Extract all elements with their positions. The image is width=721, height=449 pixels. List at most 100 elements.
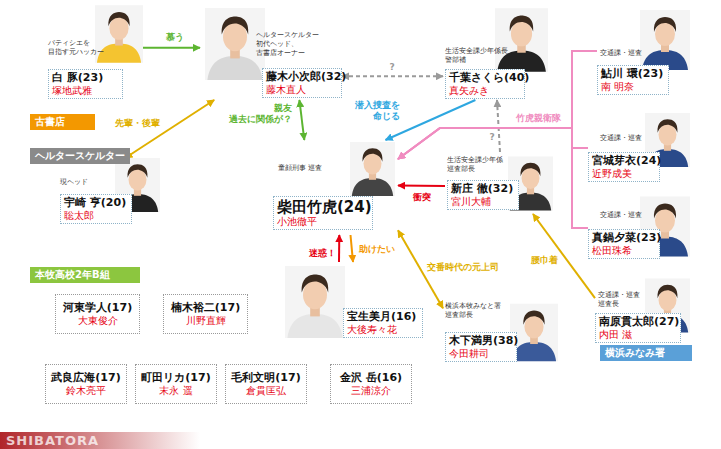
actor-name: 南 明奈 [601, 81, 665, 93]
relation-arrow [125, 100, 214, 158]
character-box: 現ヘッド宇崎 亨(20)聡太郎 [58, 158, 170, 226]
relation-label: 潜入捜査を 命じる [350, 100, 400, 122]
name-plate: 新庄 徹(32)宮川大輔 [447, 180, 519, 210]
character-box: 交通課・巡査鮎川 環(23)南 明奈 [597, 5, 697, 97]
name-plate: 南原貫太郎(27)内田 滋 [595, 313, 681, 343]
character-name: 藤木小次郎(32) [266, 70, 338, 84]
character-box: 童顔刑事 巡査柴田竹虎(24)小池徹平 [273, 140, 398, 235]
portrait-photo [495, 8, 548, 72]
character-name: 河東学人(17) [63, 301, 132, 315]
name-plate: 白 豚(23)塚地武雅 [48, 69, 123, 99]
student-box: 楠木裕二(17)川野直輝 [163, 294, 248, 334]
role-text: 現ヘッド [60, 178, 110, 187]
actor-name: 今田耕司 [449, 348, 513, 360]
character-box: パティシエを 目指す元ハッカー白 豚(23)塚地武雅 [48, 5, 143, 100]
character-box: 横浜本牧みなと署 巡査部長木下満男(38)今田耕司 [443, 298, 561, 366]
actor-name: 倉貫匡弘 [246, 385, 286, 397]
actor-name: 近野成美 [592, 168, 656, 180]
relation-arrow [497, 100, 500, 152]
relation-arrow [398, 185, 445, 188]
group-label: 古書店 [35, 116, 65, 128]
student-box: 武良広海(17)鈴木亮平 [45, 364, 127, 404]
actor-name: 松田珠希 [592, 245, 656, 257]
student-box: 町田リカ(17)末永 遥 [135, 364, 217, 404]
actor-name: 塚地武雅 [52, 85, 119, 97]
actor-name: 大東俊介 [78, 315, 118, 327]
character-name: 武良広海(17) [51, 371, 120, 385]
role-text: 交通課・巡査 [600, 49, 655, 58]
actor-name: 大後寿々花 [347, 324, 419, 336]
character-name: 町田リカ(17) [141, 371, 210, 385]
relation-arrow [342, 75, 443, 77]
character-name: 木下満男(38) [449, 334, 513, 348]
relation-label: 助けたい [357, 244, 397, 255]
role-text: 交通課・巡査 巡査長 [598, 291, 653, 309]
group-label: ヘルタースケルター [35, 150, 125, 162]
relation-label: 衝突 [405, 192, 439, 203]
name-plate: 宇崎 亨(20)聡太郎 [60, 194, 132, 224]
character-box: 生活安全課少年係 巡査部長新庄 徹(32)宮川大輔 [445, 152, 555, 214]
name-plate: 真鍋夕菜(23)松田珠希 [588, 229, 660, 259]
role-text: 横浜本牧みなと署 巡査部長 [445, 302, 509, 320]
relation-label: 腰巾着 [522, 255, 558, 266]
student-box: 毛利文明(17)倉貫匡弘 [225, 364, 307, 404]
name-plate: 柴田竹虎(24)小池徹平 [273, 196, 373, 230]
relation-label: ? [486, 132, 498, 143]
relation-label: 親友 過去に関係が？ [226, 103, 292, 125]
relation-arrow [398, 51, 597, 159]
name-plate: 木下満男(38)今田耕司 [445, 332, 517, 362]
actor-name: 川野直輝 [186, 315, 226, 327]
role-text: ヘルタースケルター 初代ヘッド、 古書店オーナー [256, 31, 334, 58]
student-box: 河東学人(17)大東俊介 [55, 294, 140, 334]
character-name: 真鍋夕菜(23) [592, 231, 656, 245]
group-label: 本牧高校2年B組 [35, 269, 110, 281]
actor-name: 三浦涼介 [351, 385, 391, 397]
relation-label: ? [386, 62, 398, 73]
character-name: 柴田竹虎(24) [277, 198, 369, 216]
group-band: 本牧高校2年B組 [30, 267, 140, 283]
group-band: 古書店 [30, 114, 95, 130]
character-name: 千葉さくら(40) [449, 71, 521, 85]
name-plate: 藤木小次郎(32)藤木直人 [262, 68, 342, 98]
character-box: 交通課・巡査宮城芽衣(24)近野成美 [588, 112, 693, 184]
role-text: 生活安全課少年係 巡査部長 [447, 156, 511, 174]
character-box: 生活安全課少年係長 警部補千葉さくら(40)真矢みき [443, 5, 551, 100]
name-plate: 宝生美月(16)大後寿々花 [343, 308, 423, 338]
group-band: 横浜みなみ署 [600, 345, 692, 361]
actor-name: 宮川大輔 [451, 196, 515, 208]
character-box: 交通課・巡査真鍋夕菜(23)松田珠希 [588, 193, 693, 263]
character-name: 鮎川 環(23) [601, 67, 665, 81]
role-text: 生活安全課少年係長 警部補 [445, 47, 509, 65]
character-name: 楠木裕二(17) [171, 301, 240, 315]
group-label: 横浜みなみ署 [605, 347, 665, 359]
actor-name: 鈴木亮平 [66, 385, 106, 397]
character-name: 白 豚(23) [52, 71, 119, 85]
character-name: 毛利文明(17) [231, 371, 300, 385]
relation-arrow [299, 100, 304, 140]
character-name: 宝生美月(16) [347, 310, 419, 324]
actor-name: 真矢みき [449, 85, 521, 97]
actor-name: 末永 遥 [159, 385, 192, 397]
portrait-photo [350, 142, 395, 196]
role-text: 童顔刑事 巡査 [278, 164, 338, 173]
role-text: 交通課・巡査 [600, 134, 655, 143]
relation-label: 竹虎親衛隊 [508, 113, 568, 124]
actor-name: 聡太郎 [64, 210, 128, 222]
role-text: パティシエを 目指す元ハッカー [48, 39, 118, 57]
relation-label: 慕う [158, 32, 192, 43]
actor-name: 内田 滋 [599, 329, 677, 341]
character-box: 交通課・巡査 巡査長南原貫太郎(27)内田 滋 [595, 273, 695, 345]
character-name: 金沢 岳(16) [340, 371, 402, 385]
relation-arrow [398, 128, 588, 228]
name-plate: 鮎川 環(23)南 明奈 [597, 65, 669, 95]
actor-name: 小池徹平 [277, 216, 369, 228]
character-box: 宝生美月(16)大後寿々花 [283, 262, 423, 344]
name-plate: 宮城芽衣(24)近野成美 [588, 152, 660, 182]
character-name: 新庄 徹(32) [451, 182, 515, 196]
actor-name: 藤木直人 [266, 84, 338, 96]
relation-label: 交番時代の元上司 [425, 262, 501, 273]
role-text: 交通課・巡査 [600, 211, 655, 220]
name-plate: 千葉さくら(40)真矢みき [445, 69, 525, 99]
relation-label: 先輩・後輩 [108, 118, 160, 129]
